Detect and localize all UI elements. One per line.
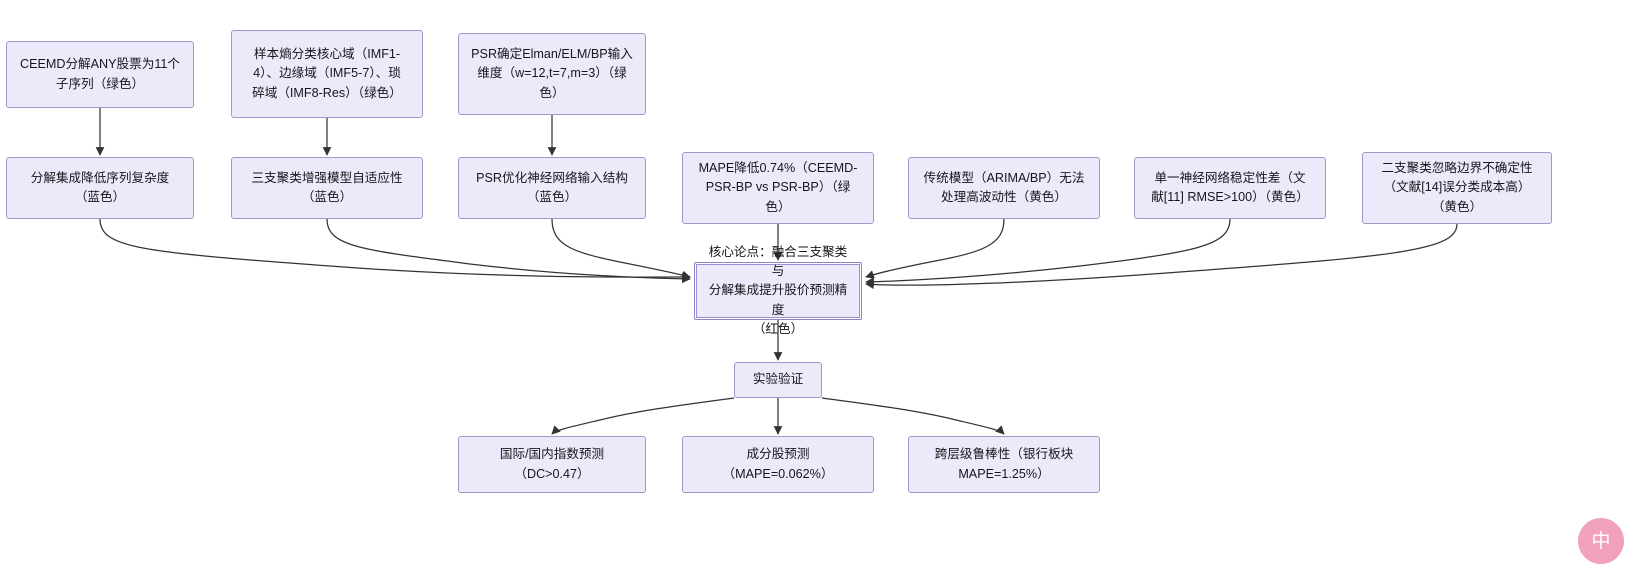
node-label: 单一神经网络稳定性差（文 献[11] RMSE>100）（黄色） [1151, 170, 1309, 204]
node-three-way-clustering-adaptivity[interactable]: 三支聚类增强模型自适应性 （蓝色） [231, 157, 423, 219]
node-label: PSR确定Elman/ELM/BP输入 维度（w=12,t=7,m=3）（绿 色… [471, 47, 633, 100]
watermark-glyph: 中 [1591, 530, 1611, 552]
node-label: 核心论点：融合三支聚类与 分解集成提升股价预测精度 （红色） [708, 245, 848, 336]
node-label: 二支聚类忽略边界不确定性 （文献[14]误分类成本高） （黄色） [1381, 161, 1533, 214]
node-label: 实验验证 [752, 372, 804, 387]
edge-n10-core [865, 223, 1458, 290]
node-psr-optimizes-network-structure[interactable]: PSR优化神经网络输入结构 （蓝色） [458, 157, 646, 219]
node-result-cross-level-robustness[interactable]: 跨层级鲁棒性（银行板块 MAPE=1.25%） [908, 436, 1100, 493]
node-mape-reduction-result[interactable]: MAPE降低0.74%（CEEMD- PSR-BP vs PSR-BP）（绿 色… [682, 152, 874, 224]
node-label: 样本熵分类核心域（IMF1- 4）、边缘域（IMF5-7）、琐 碎域（IMF8-… [252, 47, 402, 100]
node-label: 传统模型（ARIMA/BP）无法 处理高波动性（黄色） [923, 170, 1085, 204]
node-label: 分解集成降低序列复杂度 （蓝色） [30, 170, 170, 204]
node-label: 三支聚类增强模型自适应性 （蓝色） [251, 170, 403, 204]
edge-n6-core [551, 218, 691, 280]
node-two-way-clustering-gap[interactable]: 二支聚类忽略边界不确定性 （文献[14]误分类成本高） （黄色） [1362, 152, 1552, 224]
edge-n9-core [865, 218, 1231, 287]
node-ceemd-decomposition[interactable]: CEEMD分解ANY股票为11个 子序列（绿色） [6, 41, 194, 108]
node-core-claim[interactable]: 核心论点：融合三支聚类与 分解集成提升股价预测精度 （红色） [694, 245, 862, 336]
node-label: 跨层级鲁棒性（银行板块 MAPE=1.25%） [934, 447, 1074, 481]
node-label: PSR优化神经网络输入结构 （蓝色） [476, 170, 628, 204]
node-label: 国际/国内指数预测 （DC>0.47） [499, 447, 605, 481]
edge-exp-r1 [551, 397, 735, 435]
node-sample-entropy-classification[interactable]: 样本熵分类核心域（IMF1- 4）、边缘域（IMF5-7）、琐 碎域（IMF8-… [231, 30, 423, 118]
node-decomposition-reduces-complexity[interactable]: 分解集成降低序列复杂度 （蓝色） [6, 157, 194, 219]
watermark-badge: 中 [1578, 518, 1624, 564]
node-label: CEEMD分解ANY股票为11个 子序列（绿色） [19, 57, 180, 91]
node-traditional-models-gap[interactable]: 传统模型（ARIMA/BP）无法 处理高波动性（黄色） [908, 157, 1100, 219]
node-experimental-validation[interactable]: 实验验证 [734, 362, 822, 398]
node-result-constituent-stock[interactable]: 成分股预测 （MAPE=0.062%） [682, 436, 874, 493]
node-psr-input-dimension[interactable]: PSR确定Elman/ELM/BP输入 维度（w=12,t=7,m=3）（绿 色… [458, 33, 646, 115]
node-label: 成分股预测 （MAPE=0.062%） [722, 447, 834, 481]
node-result-index-prediction[interactable]: 国际/国内指数预测 （DC>0.47） [458, 436, 646, 493]
node-single-network-instability-gap[interactable]: 单一神经网络稳定性差（文 献[11] RMSE>100）（黄色） [1134, 157, 1326, 219]
edge-exp-r3 [821, 397, 1005, 435]
edge-n5-core [326, 218, 691, 284]
edge-n8-core [865, 218, 1005, 279]
node-label: MAPE降低0.74%（CEEMD- PSR-BP vs PSR-BP）（绿 色… [698, 161, 858, 214]
edge-n4-core [99, 218, 691, 282]
